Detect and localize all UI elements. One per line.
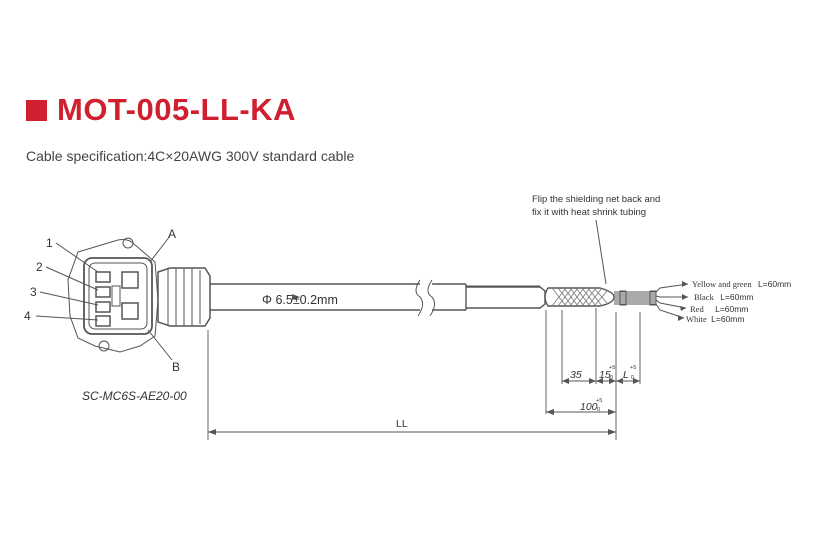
pin-label-4: 4	[24, 309, 31, 323]
wire-yellow-green	[614, 283, 689, 293]
connector-face	[83, 257, 153, 335]
cable-specification: Cable specification:4C×20AWG 300V standa…	[26, 148, 355, 164]
pin-cavity-1	[95, 271, 111, 283]
heat-shrink-tube	[465, 284, 546, 310]
wire-label-red: Red L=60mm	[690, 304, 748, 314]
pin-cavity-4	[95, 315, 111, 327]
connector-latch	[157, 267, 211, 327]
wire-red	[614, 299, 687, 309]
shield-braid	[544, 287, 615, 307]
dim-100-tol-bottom: 0	[597, 407, 600, 413]
wire-length-yellow-green: L=60mm	[758, 279, 791, 289]
shield-note-line-2: fix it with heat shrink tubing	[532, 207, 646, 218]
connector-model: SC-MC6S-AE20-00	[82, 389, 187, 403]
wire-length-red: L=60mm	[715, 304, 748, 314]
page-title: MOT-005-LL-KA	[57, 92, 296, 127]
pin-label-3: 3	[30, 285, 37, 299]
dim-l-tol-bottom: 0	[631, 375, 634, 381]
wire-white	[614, 303, 685, 319]
label-b: B	[172, 360, 180, 374]
wire-color-white: White	[686, 314, 707, 324]
dim-100-tol-top: +5	[596, 398, 602, 404]
pin-cavity-2	[95, 286, 111, 298]
wire-label-white: White L=60mm	[686, 314, 744, 324]
cable-diameter: Φ 6.5±0.2mm	[262, 293, 338, 307]
dim-ll: LL	[396, 418, 408, 430]
shield-braid-hatch	[551, 287, 609, 307]
shield-note-line-1: Flip the shielding net back and	[532, 194, 660, 205]
wire-color-yellow-green: Yellow and green	[692, 279, 752, 289]
mount-hole-top	[122, 237, 134, 249]
wire-label-black: Black L=60mm	[694, 292, 754, 302]
dim-l-tol-top: +5	[630, 365, 636, 371]
dim-l: L	[623, 369, 629, 381]
wire-color-red: Red	[690, 304, 704, 314]
pin-label-1: 1	[46, 236, 53, 250]
dim-15: 15	[599, 369, 611, 381]
pin-label-2: 2	[36, 260, 43, 274]
pin-cavity-3	[95, 301, 111, 313]
pin-cavity-a	[121, 271, 139, 289]
connector-flange	[67, 239, 159, 353]
dim-35: 35	[570, 369, 582, 381]
title-marker-icon	[26, 99, 47, 121]
break-mark	[415, 279, 424, 317]
dim-15-tol-top: +5	[609, 365, 615, 371]
wire-color-black: Black	[694, 292, 715, 302]
label-a: A	[168, 227, 176, 241]
wire-black	[614, 295, 688, 298]
pin-cavity-b	[121, 302, 139, 320]
wire-length-black: L=60mm	[720, 292, 753, 302]
wire-label-yellow-green: Yellow and green L=60mm	[692, 279, 791, 289]
dim-15-tol-bottom: 0	[610, 375, 613, 381]
title-block: MOT-005-LL-KA	[26, 92, 296, 128]
dim-100: 100	[580, 401, 598, 413]
mount-hole-bottom	[98, 340, 110, 352]
wire-length-white: L=60mm	[711, 314, 744, 324]
